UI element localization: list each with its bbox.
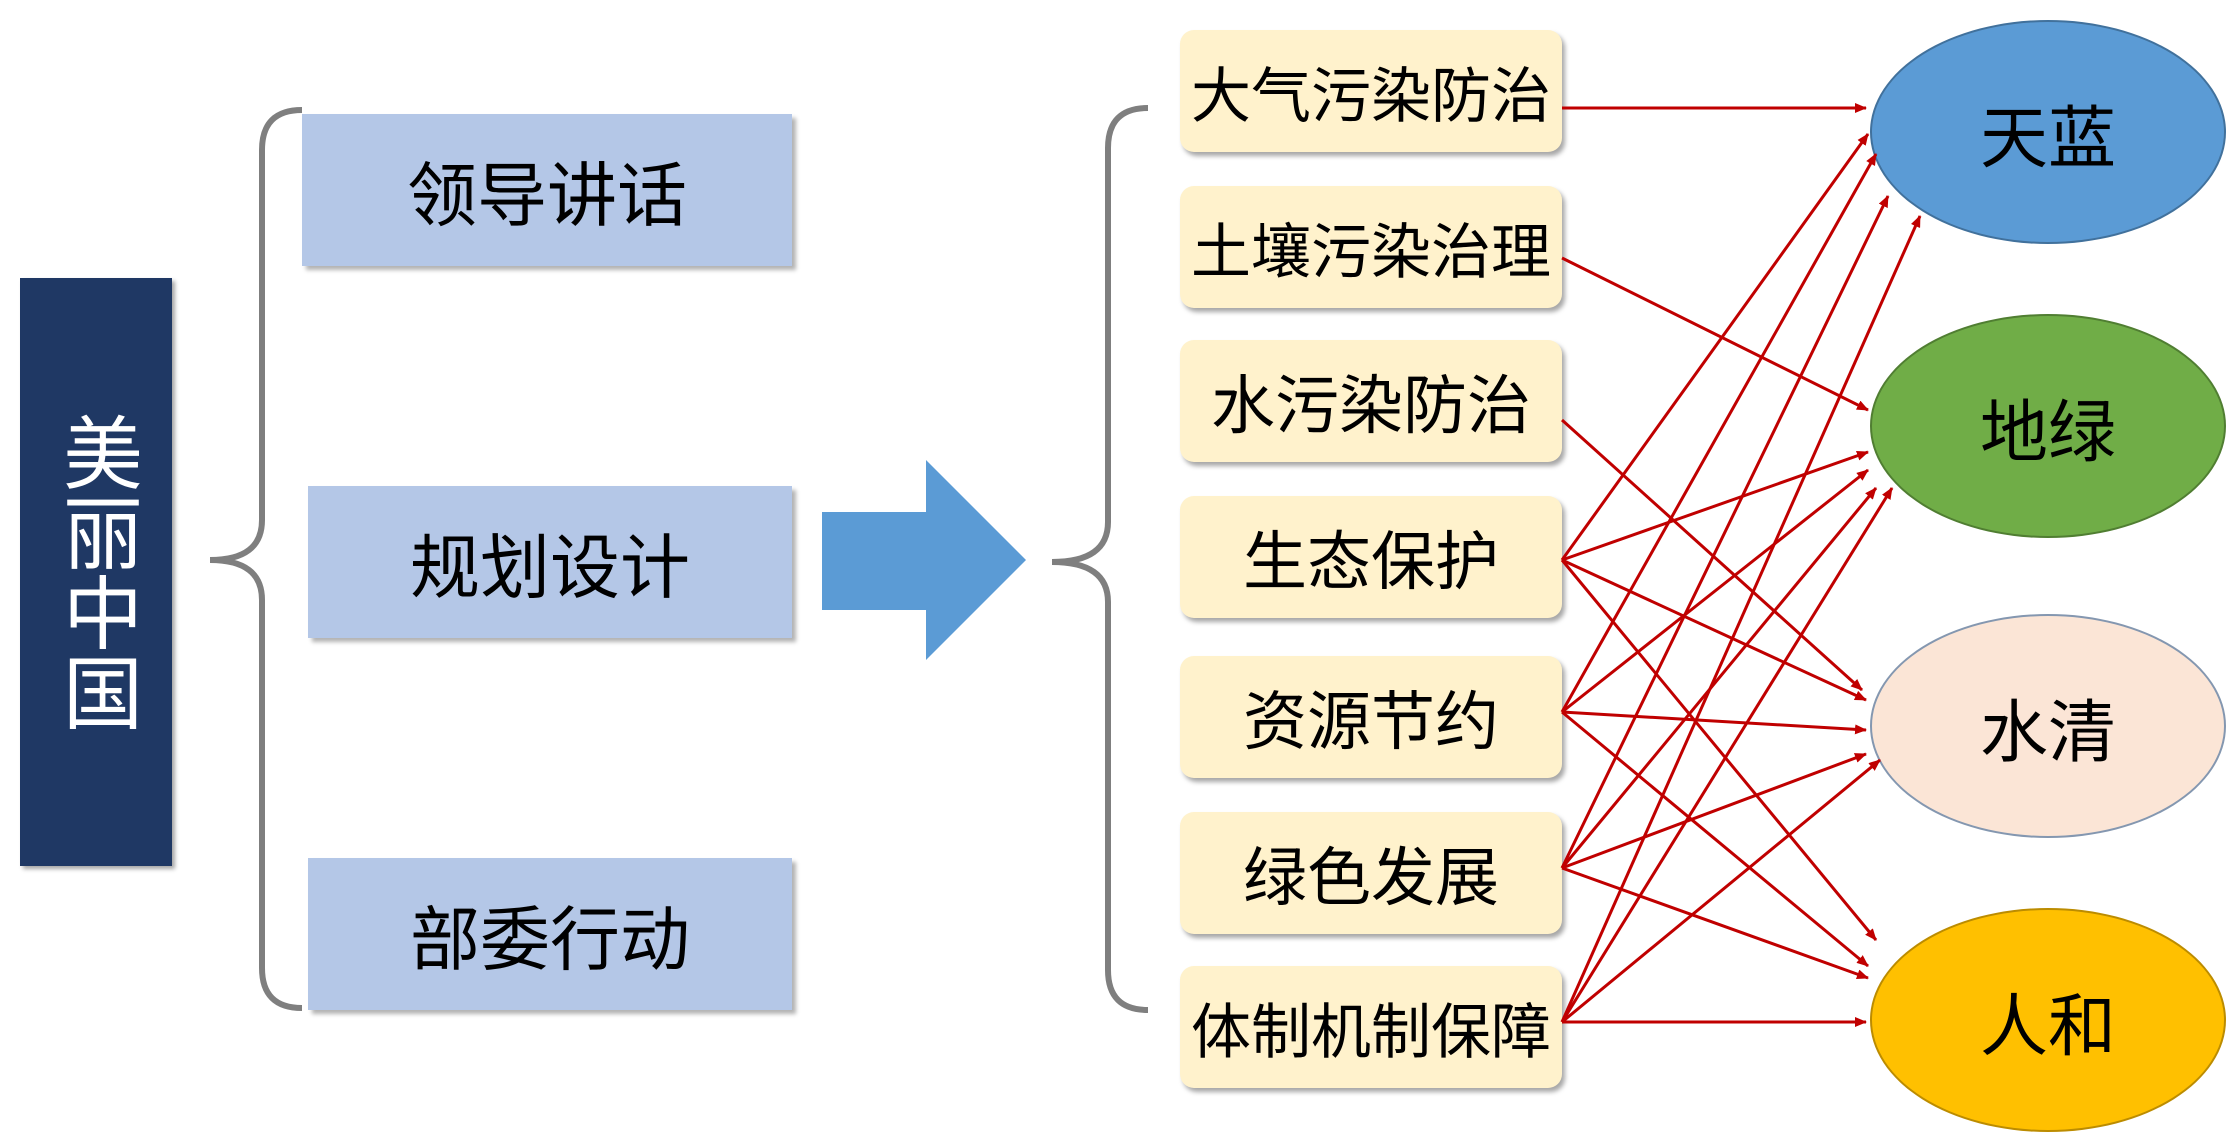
link-arrow (1560, 487, 1878, 869)
measure-label: 大气污染防治 (1191, 61, 1551, 132)
source-box-ministry-action: 部委行动 (308, 858, 792, 1010)
right-brace (1051, 105, 1149, 1013)
goal-label: 地绿 (1979, 393, 2116, 473)
big-arrow-icon (822, 460, 1026, 660)
source-label: 部委行动 (410, 898, 690, 981)
link-arrow (1560, 215, 1922, 1023)
goal-ellipse-people: 人和 (1870, 908, 2226, 1132)
source-label: 规划设计 (410, 526, 690, 609)
link-arrow (1561, 450, 1869, 562)
measure-box-institution: 体制机制保障 (1180, 966, 1562, 1088)
measure-box-resources: 资源节约 (1180, 656, 1562, 778)
link-arrow (1561, 256, 1869, 412)
link-arrow (1561, 468, 1869, 714)
link-arrows (1560, 103, 1922, 1027)
link-arrow (1560, 418, 1864, 692)
root-label: 美丽中国 (50, 412, 143, 732)
link-arrow (1560, 559, 1878, 941)
measure-label: 土壤污染治理 (1191, 217, 1551, 288)
measure-box-water: 水污染防治 (1180, 340, 1562, 462)
goal-label: 天蓝 (1979, 99, 2116, 179)
measure-box-soil: 土壤污染治理 (1180, 186, 1562, 308)
measure-label: 生态保护 (1243, 526, 1499, 600)
link-arrow (1560, 133, 1870, 561)
goal-ellipse-earth: 地绿 (1870, 314, 2226, 538)
goal-label: 水清 (1979, 693, 2116, 773)
measure-box-green-dev: 绿色发展 (1180, 812, 1562, 934)
measure-box-ecology: 生态保护 (1180, 496, 1562, 618)
link-arrow (1561, 710, 1867, 735)
link-arrow (1560, 153, 1878, 713)
measure-label: 体制机制保障 (1191, 997, 1551, 1068)
goal-label: 人和 (1979, 987, 2116, 1067)
measure-label: 水污染防治 (1211, 370, 1531, 444)
link-arrow (1560, 195, 1890, 869)
goal-ellipse-sky: 天蓝 (1870, 20, 2226, 244)
left-brace (209, 107, 303, 1011)
link-arrow (1561, 752, 1867, 870)
source-label: 领导讲话 (407, 154, 687, 237)
measure-box-air: 大气污染防治 (1180, 30, 1562, 152)
link-arrow (1561, 558, 1867, 702)
link-arrow (1561, 710, 1869, 968)
goal-ellipse-water: 水清 (1870, 614, 2226, 838)
root-node: 美丽中国 (20, 278, 172, 866)
measure-label: 绿色发展 (1243, 842, 1499, 916)
measure-label: 资源节约 (1243, 686, 1499, 760)
link-arrow (1561, 866, 1869, 980)
source-box-planning: 规划设计 (308, 486, 792, 638)
link-arrow (1560, 487, 1894, 1023)
source-box-leader-speech: 领导讲话 (302, 114, 792, 266)
link-arrow (1561, 758, 1881, 1024)
